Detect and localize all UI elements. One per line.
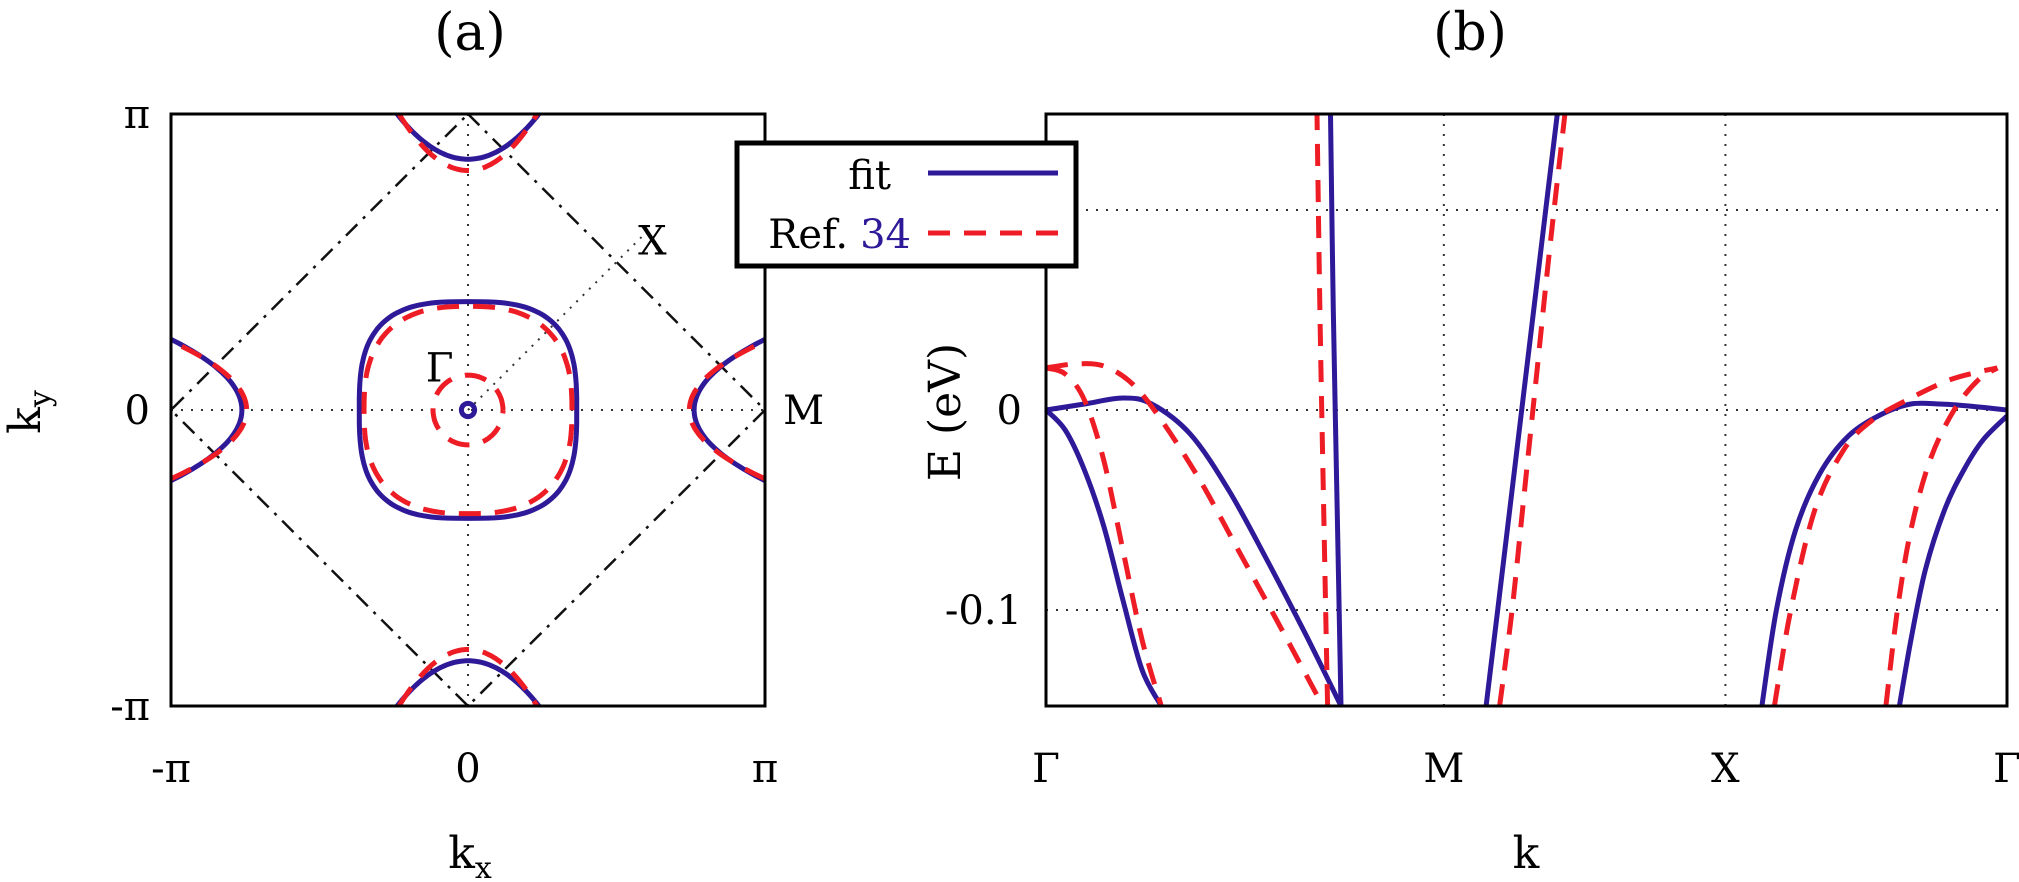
panel-b-label: (b) [1433, 3, 1507, 63]
panel-a-annotations: X Γ M [426, 218, 824, 434]
panel-b-x-tick-label-2: X [1711, 746, 1740, 792]
panel-a-ref-curve-0 [430, 372, 506, 448]
panel-a-annotation-1: Γ [426, 346, 454, 392]
panel-a-fit-curve-3 [395, 658, 541, 708]
panel-a-y-axis-label: ky [0, 390, 58, 434]
panel-b-x-tick-label-1: M [1423, 746, 1464, 792]
panel-a-fit-curve-2 [395, 112, 541, 162]
panel-a-y-tick-label-0: -π [110, 684, 150, 730]
panel-b-fit-band-1 [1045, 395, 1344, 708]
panel-a-tick-labels: -π 0 π -π 0 π [110, 92, 778, 792]
panel-b-y-axis-label: E (eV) [920, 343, 971, 481]
panel-a-ref-curve-4 [169, 338, 250, 482]
panel-b-ref-band-0 [1045, 365, 1164, 707]
panel-b-ref-band-4 [1771, 365, 1998, 707]
panel-a-ref-curve-5 [686, 338, 767, 482]
legend: fit Ref.34 [734, 140, 1079, 269]
panel-b-curves [1044, 113, 2009, 708]
panel-a-frame [169, 112, 767, 708]
panel-b-fit-band-2 [1328, 113, 1344, 707]
panel-b-y-tick-label-0: -0.1 [945, 588, 1022, 634]
panel-b-ref-band-2 [1314, 113, 1331, 707]
panel-a-ref-curve-2 [396, 112, 540, 173]
panel-b-gridlines [1046, 114, 2007, 706]
panel-a-fermi-surface: (a) -π 0 π -π 0 π X Γ M kx ky [0, 3, 824, 882]
panel-a-label: (a) [434, 3, 506, 63]
panel-b-ref-band-5 [1883, 365, 1999, 707]
panel-a-y-tick-label-1: 0 [125, 388, 150, 434]
panel-b-fit-band-0 [1044, 408, 1164, 708]
panel-b-y-tick-label-1: 0 [997, 388, 1022, 434]
panel-b-x-tick-label-0: Γ [1032, 746, 1060, 792]
legend-label-ref: Ref.34 [768, 212, 911, 258]
panel-b-fit-band-3 [1483, 113, 1560, 707]
panel-a-guide-lines [169, 113, 767, 708]
legend-box [734, 140, 1079, 269]
panel-b-frame [1044, 112, 2009, 708]
panel-b-ref-band-1 [1045, 361, 1326, 708]
panel-a-ref-curve-1 [361, 303, 575, 517]
panel-b-x-axis-label: k [1513, 828, 1540, 879]
panel-a-x-tick-label-1: 0 [455, 746, 480, 792]
panel-a-fit-curve-0 [458, 400, 478, 420]
panel-a-ref-curve-3 [396, 647, 540, 708]
panel-b-band-structure: (b) Γ M X Γ -0.1 0 k E (eV) [920, 3, 2019, 879]
panel-a-y-tick-label-2: π [124, 92, 150, 138]
panel-a-x-axis-label: kx [448, 828, 492, 882]
panel-b-fit-band-4 [1759, 400, 2008, 707]
panel-b-tick-labels: Γ M X Γ -0.1 0 [945, 388, 2019, 792]
legend-label-fit: fit [848, 153, 891, 199]
panel-a-annotation-2: M [783, 388, 824, 434]
panel-b-x-tick-label-3: Γ [1993, 746, 2019, 792]
panel-b-fit-band-5 [1896, 414, 2009, 707]
panel-a-curves [169, 112, 767, 708]
panel-a-annotation-0: X [638, 218, 667, 264]
panel-a-fit-curve-1 [356, 299, 580, 521]
panel-a-x-tick-label-0: -π [151, 746, 191, 792]
panel-a-x-tick-label-2: π [752, 746, 778, 792]
panel-a-gamma-x-line [467, 230, 649, 411]
panel-b-ref-band-3 [1497, 113, 1568, 707]
